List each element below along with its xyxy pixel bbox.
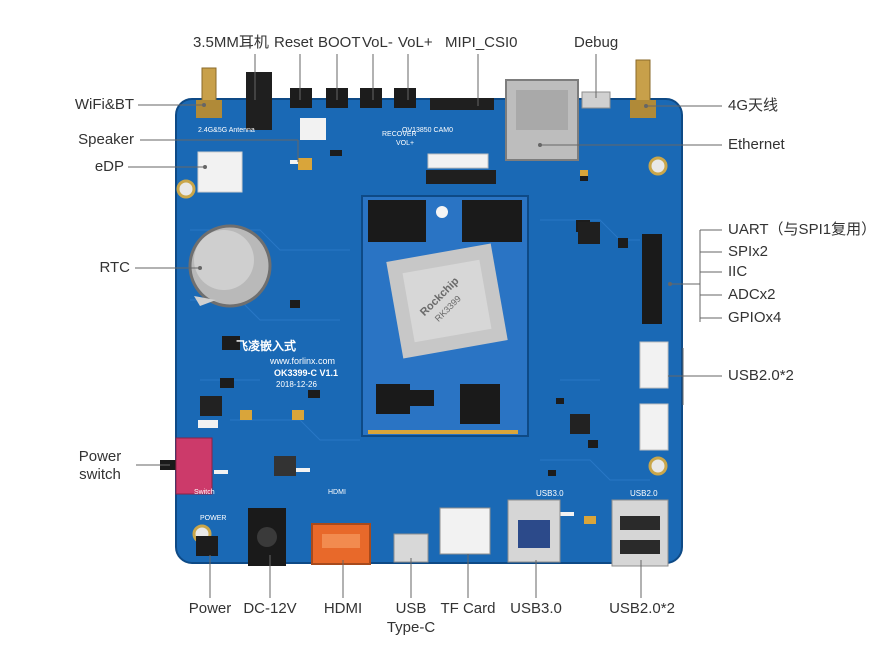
som-core-board <box>361 195 529 437</box>
usb2-header <box>639 341 669 389</box>
label-wifi-bt: WiFi&BT <box>74 96 134 113</box>
label-adc: ADCx2 <box>728 286 776 303</box>
silk-power: POWER <box>200 515 226 522</box>
label-speaker: Speaker <box>78 131 134 148</box>
label-rtc: RTC <box>99 259 130 276</box>
silk-recover: RECOVER <box>382 131 417 138</box>
silk-model: OK3399-C V1.1 <box>274 368 338 378</box>
label-spi: SPIx2 <box>728 243 769 260</box>
label-power-switch-line1: Power <box>78 448 122 465</box>
inductor <box>274 456 296 476</box>
label-edp: eDP <box>94 158 124 175</box>
mounting-hole <box>176 179 196 199</box>
silk-web: www.forlinx.com <box>269 356 335 366</box>
label-hdmi: HDMI <box>323 600 363 617</box>
silk-hdmi: HDMI <box>328 489 346 496</box>
ddr-chip <box>462 200 522 242</box>
label-4g-antenna: 4G天线 <box>728 97 779 114</box>
label-usb-typec-line1: USB <box>395 600 427 617</box>
mounting-hole <box>648 156 668 176</box>
rtc-battery <box>188 224 272 308</box>
gpio-header <box>642 234 662 324</box>
top-connectors <box>196 59 656 184</box>
label-usb20-right: USB2.0*2 <box>728 367 794 384</box>
label-iic: IIC <box>728 263 748 280</box>
label-usb-typec-line2: Type-C <box>386 619 436 636</box>
silk-usb2: USB2.0 <box>630 489 658 498</box>
label-ethernet: Ethernet <box>728 136 785 153</box>
usb2-header <box>639 403 669 451</box>
label-audio-jack: 3.5MM耳机 <box>193 34 269 51</box>
label-vol-plus: VoL+ <box>398 34 433 51</box>
bottom-connectors <box>160 437 669 567</box>
silk-antenna: 2.4G&5G Antenna <box>198 127 255 134</box>
leader-lines <box>128 54 722 598</box>
label-vol-minus: VoL- <box>362 34 393 51</box>
label-gpio: GPIOx4 <box>728 309 782 326</box>
inductor <box>200 396 222 416</box>
silk-date: 2018-12-26 <box>276 380 317 389</box>
label-uart: UART（与SPI1复用） <box>728 221 877 238</box>
ic-chip <box>578 222 600 244</box>
label-dc12v: DC-12V <box>243 600 297 617</box>
ic-chip <box>570 414 590 434</box>
silk-usb3: USB3.0 <box>536 489 564 498</box>
label-tf-card: TF Card <box>440 600 496 617</box>
silk-vol: VOL+ <box>396 140 414 147</box>
mounting-hole <box>648 456 668 476</box>
label-debug: Debug <box>574 34 619 51</box>
label-mipi: MIPI_CSI0 <box>445 34 518 51</box>
ddr-chip <box>368 200 426 242</box>
silk-brand: 飞凌嵌入式 <box>236 338 296 353</box>
label-power: Power <box>188 600 232 617</box>
label-usb20-bottom: USB2.0*2 <box>609 600 675 617</box>
wifi-module <box>197 151 243 193</box>
label-power-switch-line2: switch <box>79 466 121 483</box>
label-usb30: USB3.0 <box>510 600 562 617</box>
label-boot: BOOT <box>318 34 361 51</box>
emmc-chip <box>460 384 500 424</box>
label-reset: Reset <box>274 34 314 51</box>
silk-switch: Switch <box>194 489 215 496</box>
silk-camera: OV13850 CAM0 <box>402 127 453 134</box>
